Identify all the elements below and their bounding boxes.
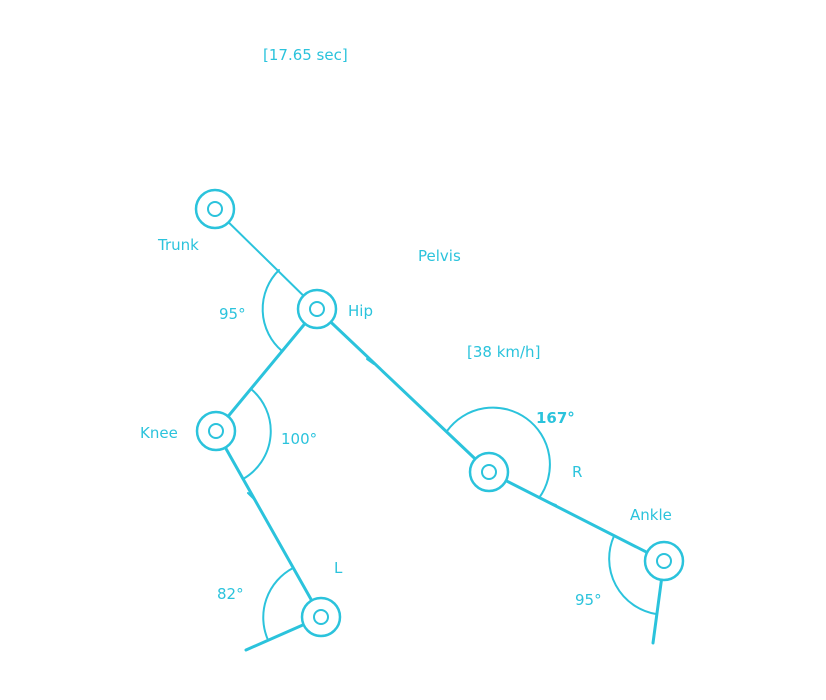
right-knee-marker — [468, 451, 510, 493]
hip-marker — [296, 288, 338, 330]
ankle-label: Ankle — [630, 506, 672, 524]
left-shank-segment — [214, 429, 323, 619]
trunk-marker — [194, 188, 236, 230]
knee-label: Knee — [140, 424, 178, 442]
right-side-label: R — [572, 463, 582, 481]
right-ankle-angle-arc — [608, 535, 657, 615]
hip-label: Hip — [348, 302, 373, 320]
left-ankle-angle-arc — [262, 567, 294, 641]
left-ankle-angle-label: 82° — [217, 585, 244, 603]
right-knee-angle-label: 167° — [536, 409, 575, 427]
hip-angle-arc — [261, 269, 283, 352]
time-readout: [17.65 sec] — [263, 46, 348, 64]
left-thigh-segment — [214, 307, 319, 433]
left-ankle-marker — [300, 596, 342, 638]
right-knee-angle-arc — [446, 406, 551, 499]
speed-readout: [38 km/h] — [467, 343, 540, 361]
right-ankle-angle-label: 95° — [575, 591, 602, 609]
left-knee-marker — [195, 410, 237, 452]
right-thigh-segment — [315, 307, 491, 474]
hip-angle-label: 95° — [219, 305, 246, 323]
trunk-segment — [214, 208, 318, 310]
right-thigh-tick — [366, 358, 375, 365]
left-knee-angle-arc — [242, 388, 272, 480]
right-shank-segment — [487, 470, 666, 563]
left-side-label: L — [334, 559, 343, 577]
right-shank-tick — [547, 501, 557, 506]
left-shank-tick — [247, 492, 256, 501]
left-knee-angle-label: 100° — [281, 430, 317, 448]
pelvis-label: Pelvis — [418, 247, 461, 265]
trunk-label: Trunk — [157, 236, 199, 254]
right-ankle-marker — [643, 540, 685, 582]
